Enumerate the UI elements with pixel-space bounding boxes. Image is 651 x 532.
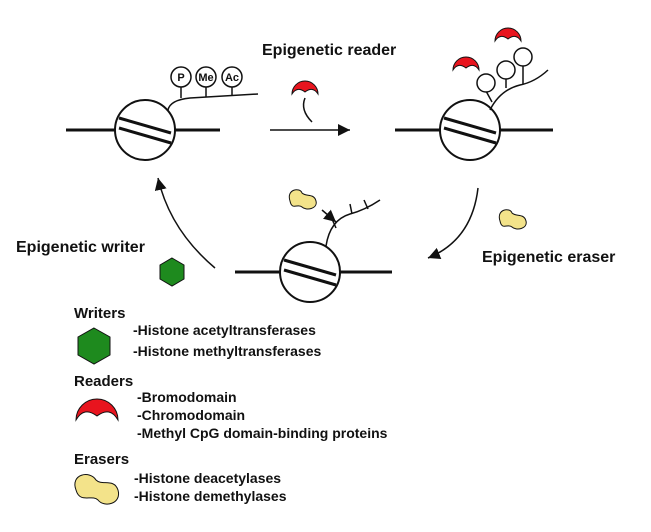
writer-label: Epigenetic writer bbox=[16, 239, 145, 256]
acetylation-mark: Ac bbox=[221, 66, 243, 88]
phosphorylation-mark: P bbox=[170, 66, 192, 88]
legend-writers-item: -Histone methyltransferases bbox=[133, 343, 322, 359]
writer-arrow bbox=[154, 177, 216, 269]
legend-readers-item: -Chromodomain bbox=[137, 407, 245, 423]
legend-writers-item: -Histone acetyltransferases bbox=[133, 322, 316, 338]
legend-readers-heading: Readers bbox=[74, 373, 133, 390]
nucleosome-read bbox=[395, 27, 553, 161]
legend-erasers: Erasers -Histone deacetylases -Histone d… bbox=[74, 451, 287, 505]
legend-readers-item: -Methyl CpG domain-binding proteins bbox=[137, 425, 388, 441]
yellow-peanut-icon bbox=[74, 474, 120, 505]
legend-writers: Writers -Histone acetyltransferases -His… bbox=[74, 305, 322, 365]
eraser-label: Epigenetic eraser bbox=[482, 249, 615, 266]
legend-erasers-item: -Histone deacetylases bbox=[134, 470, 281, 486]
legend-erasers-heading: Erasers bbox=[74, 451, 129, 468]
nucleosome-modified: P Me Ac bbox=[66, 66, 259, 161]
svg-text:Ac: Ac bbox=[225, 72, 239, 84]
legend-readers-item: -Bromodomain bbox=[137, 389, 237, 405]
methylation-mark: Me bbox=[195, 66, 217, 88]
svg-text:P: P bbox=[177, 72, 184, 84]
legend-writers-heading: Writers bbox=[74, 305, 125, 322]
eraser-arrow bbox=[427, 187, 479, 260]
reader-label: Epigenetic reader bbox=[262, 42, 396, 59]
writer-molecule bbox=[159, 257, 185, 287]
green-hexagon-icon bbox=[77, 327, 111, 365]
nucleosome-erased bbox=[235, 189, 392, 303]
red-crescent-icon bbox=[75, 398, 119, 422]
eraser-on-chromatin bbox=[288, 189, 317, 210]
legend-erasers-item: -Histone demethylases bbox=[134, 488, 287, 504]
legend-readers: Readers -Bromodomain -Chromodomain -Meth… bbox=[74, 373, 388, 441]
bound-reader-2 bbox=[494, 27, 522, 42]
reader-molecule bbox=[291, 80, 319, 123]
bound-reader-1 bbox=[452, 56, 480, 71]
svg-text:Me: Me bbox=[198, 72, 213, 84]
eraser-molecule bbox=[498, 209, 527, 230]
